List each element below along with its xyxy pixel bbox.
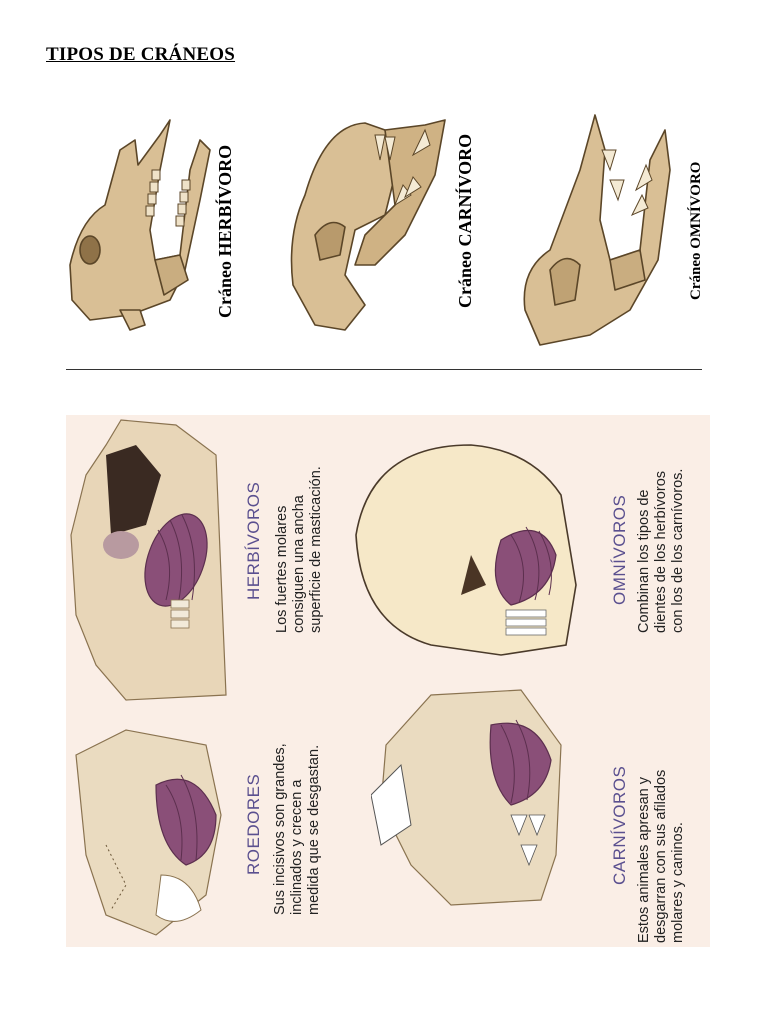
herbivoros-heading: HERBÍVOROS xyxy=(244,481,263,600)
skull-label-name: CARNÍVORO xyxy=(455,133,475,247)
jaw-muscles-illustration: HERBÍVOROS Los fuertes molares consiguen… xyxy=(66,415,710,947)
herbivore-jaw-drawing xyxy=(70,419,227,701)
carnivoros-heading: CARNÍVOROS xyxy=(610,765,629,885)
roedores-description: Sus incisivos son grandes, inclinados y … xyxy=(272,743,322,915)
skull-label-prefix: Cráneo xyxy=(455,246,475,308)
herbivore-skull-label: Cráneo HERBÍVORO xyxy=(215,145,236,318)
skull-label-name: OMNÍVORO xyxy=(688,161,704,249)
omnivoros-description: Combinan los tipos de dientes de los her… xyxy=(636,468,686,633)
carnivoros-description: Estos animales apresan y desgarran con s… xyxy=(636,769,686,943)
carnivore-skull-label: Cráneo CARNÍVORO xyxy=(455,134,476,308)
horizontal-divider xyxy=(66,369,702,370)
omnivoros-heading: OMNÍVOROS xyxy=(610,494,629,605)
page-title: TIPOS DE CRÁNEOS xyxy=(46,44,236,65)
carnivore-jaw-drawing xyxy=(371,689,562,906)
skull-label-prefix: Cráneo xyxy=(688,248,704,301)
rodent-jaw-drawing xyxy=(75,729,222,936)
omnivore-jaw-drawing xyxy=(355,444,577,656)
omnivore-skull-label: Cráneo OMNÍVORO xyxy=(688,162,705,300)
skull-label-name: HERBÍVORO xyxy=(215,144,235,257)
omnivore-skull-drawing xyxy=(523,114,671,346)
herbivore-skull-drawing xyxy=(69,119,211,331)
roedores-heading: ROEDORES xyxy=(244,773,263,875)
carnivore-skull-drawing xyxy=(290,119,446,331)
skull-label-prefix: Cráneo xyxy=(215,256,235,318)
herbivoros-description: Los fuertes molares consiguen una ancha … xyxy=(274,466,324,633)
